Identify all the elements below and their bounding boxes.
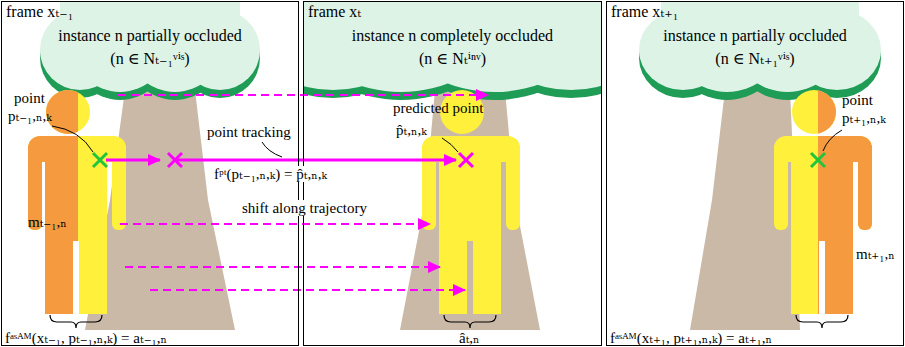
point-symbol: pₜ₊₁,ₙ,ₖ <box>842 110 886 126</box>
callout-text: point tracking <box>205 124 293 140</box>
point-symbol: p̂ₜ,ₙ,ₖ <box>396 122 427 138</box>
set-membership: (n ∈ Nₜ₊₁ᵛⁱˢ) <box>607 47 903 71</box>
leader-lines <box>52 126 842 157</box>
frame-title: frame xₜ₋₁ <box>2 2 298 22</box>
annotation-symbol: âₜ,ₙ <box>459 330 480 346</box>
point-marker <box>93 153 825 167</box>
occlusion-state: instance n partially occluded <box>607 25 903 47</box>
callout-text: predicted point <box>393 100 483 116</box>
point-symbol: pₜ₋₁,ₙ,ₖ <box>8 108 52 124</box>
segmentation-formula: fᵃˢᴬᴹ(xₜ₊₁, pₜ₊₁,ₙ,ₖ) = aₜ₊₁,ₙ <box>610 330 772 346</box>
callout-text: point <box>842 92 873 108</box>
set-membership: (n ∈ Nₜⁱⁿᵛ) <box>304 47 601 71</box>
mask-symbol: mₜ₋₁,ₙ <box>28 214 67 230</box>
callout-text: shift along trajectory <box>240 200 369 216</box>
bracket <box>50 315 848 328</box>
occlusion-state: instance n partially occluded <box>2 25 298 47</box>
set-membership: (n ∈ Nₜ₋₁ᵛⁱˢ) <box>2 47 298 71</box>
mask-symbol: mₜ₊₁,ₙ <box>856 246 895 262</box>
frame-title: frame xₜ <box>304 2 601 22</box>
frame-title: frame xₜ₊₁ <box>607 2 903 22</box>
frame-panel: frame xₜ₊₁ instance n partially occluded(… <box>606 1 904 346</box>
frame-panel: frame xₜ instance n completely occluded(n… <box>303 1 602 346</box>
tracking-formula: fᵖᵗ(pₜ₋₁,ₙ,ₖ) = p̂ₜ,ₙ,ₖ <box>212 166 329 182</box>
occlusion-state: instance n completely occluded <box>304 25 601 47</box>
segmentation-formula: fᵃˢᴬᴹ(xₜ₋₁, pₜ₋₁,ₙ,ₖ) = aₜ₋₁,ₙ <box>5 330 167 346</box>
callout-text: point <box>14 90 45 106</box>
frame-scene <box>303 1 602 330</box>
point-tracking-arrow <box>106 153 473 167</box>
